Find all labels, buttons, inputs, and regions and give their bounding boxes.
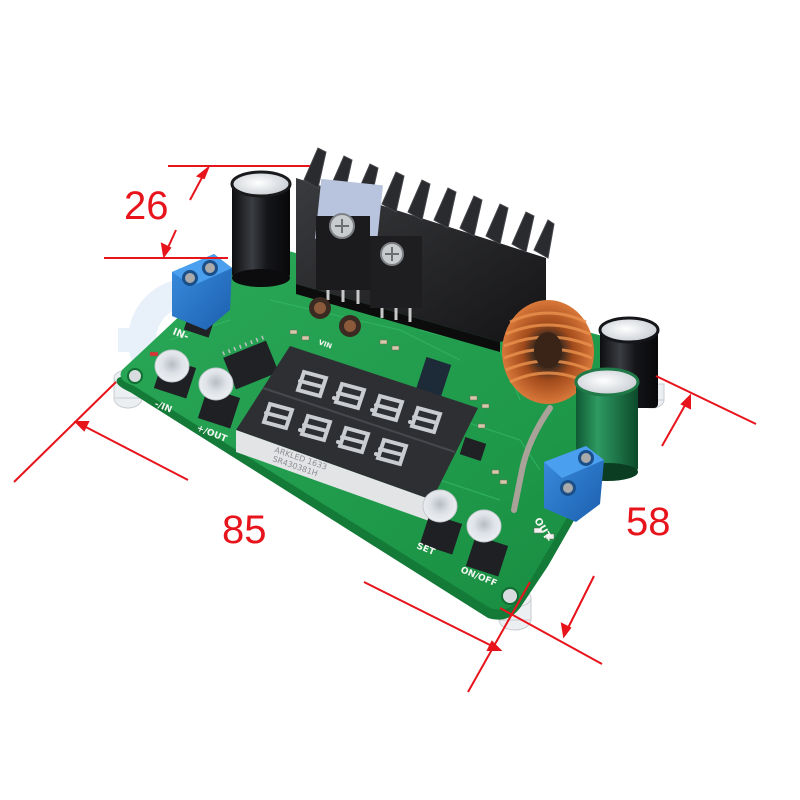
button-set[interactable] xyxy=(419,489,463,555)
button-plus-out[interactable] xyxy=(197,367,241,429)
button-minus-in[interactable] xyxy=(153,349,197,399)
heatsink xyxy=(296,147,555,352)
seven-segment-display: ARKLED 1633 SR430381H xyxy=(236,346,478,522)
dimension-length-label: 85 xyxy=(222,508,267,552)
display-top-row xyxy=(295,369,443,435)
dimension-lines xyxy=(13,164,757,693)
smd-components xyxy=(149,329,555,540)
small-inductors xyxy=(309,297,361,337)
output-capacitor-green xyxy=(574,367,640,481)
input-terminal-block xyxy=(172,254,232,330)
toroid-inductor xyxy=(502,300,594,404)
dimension-width-label: 58 xyxy=(626,500,671,544)
display-bottom-row xyxy=(261,401,409,467)
input-capacitor xyxy=(230,170,292,287)
diode-lead xyxy=(511,405,553,513)
button-on-off[interactable] xyxy=(465,509,509,577)
dimension-height-label: 26 xyxy=(124,184,169,228)
output-terminal-block xyxy=(544,446,604,522)
